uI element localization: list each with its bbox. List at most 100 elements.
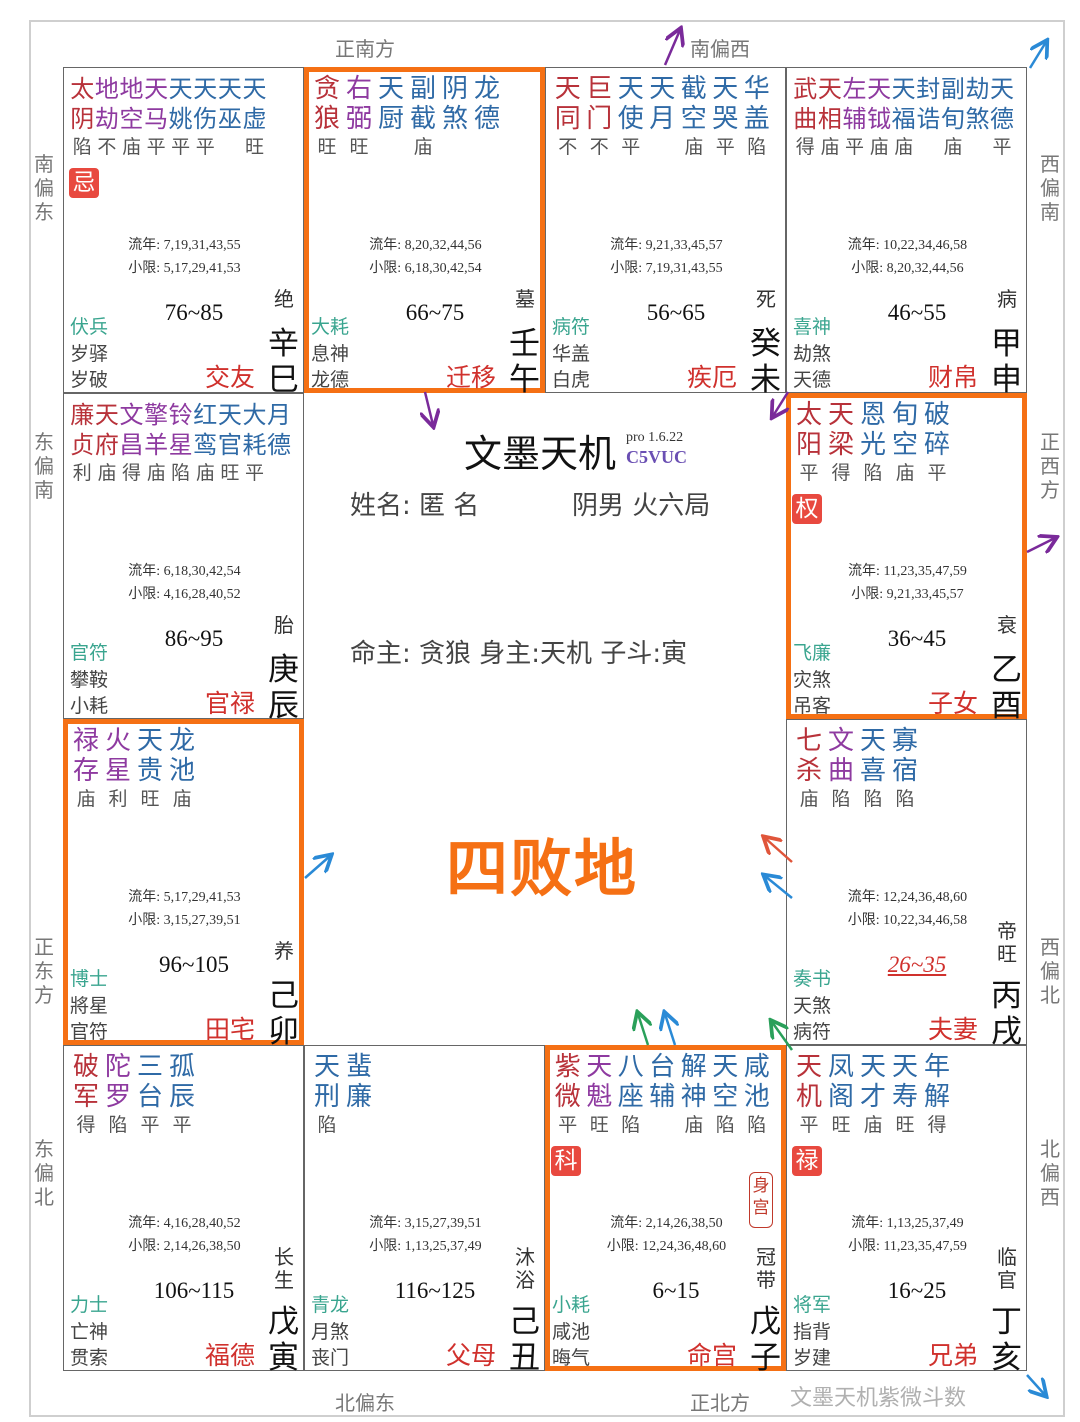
star-brightness: 平 (146, 136, 166, 158)
heavenly-stem: 庚 (268, 652, 299, 688)
star-name: 左辅 (842, 75, 867, 133)
heavenly-stem: 癸 (750, 326, 781, 362)
star-column: 天梁得 (825, 400, 857, 486)
star-column: 天马平 (144, 74, 169, 160)
heavenly-stem: 乙 (991, 652, 1022, 688)
decade-range: 116~125 (394, 1278, 476, 1303)
star-column: 天巫 (218, 74, 243, 160)
palace-name: 官禄 (204, 689, 255, 718)
star-brightness: 陷 (831, 788, 851, 810)
palace-cell-申[interactable]: 武曲得天相庙左辅平天钺庙天福庙封诰副旬庙劫煞天德平流年: 10,22,34,46… (786, 67, 1027, 398)
star-column: 封诰 (916, 74, 941, 160)
star-column: 天刑陷 (311, 1052, 343, 1138)
star-column: 天使平 (615, 74, 647, 160)
star-column: 地空庙 (119, 74, 144, 160)
xiaoxian-years: 小限: 12,24,36,48,60 (606, 1239, 727, 1254)
star-name: 阴煞 (442, 74, 469, 134)
star-brightness: 平 (799, 462, 819, 484)
star-brightness: 庙 (684, 136, 704, 158)
god-label: 病符 (552, 316, 591, 338)
heavenly-stem: 壬 (509, 326, 540, 362)
star-column: 天福庙 (891, 74, 916, 160)
god-label: 龙德 (311, 369, 350, 391)
star-name: 天府 (94, 401, 119, 459)
app-title: 文墨天机 (464, 432, 617, 476)
star-brightness: 陷 (747, 136, 767, 158)
star-column: 右弼旺 (343, 74, 375, 160)
decade-range: 66~75 (405, 300, 465, 325)
star-column: 擎羊庙 (144, 400, 169, 486)
liunian-years: 流年: 6,18,30,42,54 (128, 564, 241, 579)
star-brightness: 得 (76, 1114, 96, 1136)
earthly-branch: 寅 (268, 1340, 299, 1376)
decade-range: 106~115 (153, 1278, 235, 1303)
god-label: 官符 (70, 642, 109, 664)
star-name: 火星 (105, 726, 132, 786)
earthly-branch: 酉 (991, 688, 1022, 724)
palace-cell-子[interactable]: 紫微平天魁旺八座陷台辅解神庙天空陷咸池陷科身宫流年: 2,14,26,38,50… (545, 1045, 786, 1376)
palace-content: 太阴陷地劫不地空庙天马平天姚平天伤平天巫天虚旺忌流年: 7,19,31,43,5… (64, 68, 305, 398)
star-brightness: 陷 (895, 788, 915, 810)
earthly-branch: 巳 (268, 362, 299, 398)
star-column: 龙德 (471, 74, 503, 160)
star-name: 封诰 (916, 75, 941, 133)
star-brightness: 平 (621, 136, 641, 158)
gender-line: 阴男 火六局 (572, 491, 711, 521)
star-name: 龙池 (169, 726, 196, 786)
star-name: 寡宿 (892, 726, 919, 786)
xiaoxian-years: 小限: 1,13,25,37,49 (369, 1239, 482, 1254)
star-brightness: 陷 (72, 136, 92, 158)
god-label: 奏书 (793, 968, 832, 990)
god-label: 月煞 (311, 1321, 350, 1343)
star-column: 副旬庙 (941, 74, 966, 160)
palace-name: 兄弟 (927, 1341, 978, 1370)
direction-right-3: 北偏西 (1040, 1137, 1060, 1209)
palace-name: 疾厄 (686, 363, 737, 392)
star-name: 天巫 (217, 75, 242, 133)
star-name: 咸池 (743, 1052, 770, 1112)
star-brightness: 平 (244, 462, 264, 484)
star-name: 紫微 (554, 1052, 581, 1112)
decade-range: 76~85 (164, 300, 224, 325)
earthly-branch: 辰 (268, 688, 299, 724)
star-brightness: 庙 (799, 788, 819, 810)
earthly-branch: 申 (991, 362, 1022, 398)
decade-range: 46~55 (887, 300, 947, 325)
direction-bottom-1: 正北方 (690, 1391, 750, 1415)
decade-range: 56~65 (646, 300, 706, 325)
star-name: 天贵 (137, 726, 164, 786)
star-column: 贪狼旺 (311, 74, 343, 160)
star-list: 七杀庙文曲陷天喜陷寡宿陷 (793, 726, 921, 812)
star-column: 华盖陷 (741, 74, 773, 160)
star-brightness: 陷 (747, 1114, 767, 1136)
star-name: 天寿 (892, 1052, 919, 1112)
decade-range: 96~105 (159, 952, 229, 977)
star-name: 蜚廉 (346, 1052, 373, 1112)
god-label: 天德 (793, 369, 832, 391)
star-name: 天喜 (860, 726, 887, 786)
sihua-badge: 禄 (792, 1146, 822, 1176)
changsheng-label: 长生 (274, 1245, 294, 1292)
star-brightness: 利 (72, 462, 92, 484)
star-list: 破军得陀罗陷三台平孤辰平 (70, 1052, 198, 1138)
star-name: 截空 (680, 74, 707, 134)
heavenly-stem: 丁 (991, 1304, 1022, 1340)
god-label: 力士 (70, 1294, 109, 1316)
star-brightness: 旺 (589, 1114, 609, 1136)
god-label: 岁驿 (70, 343, 109, 365)
liunian-years: 流年: 12,24,36,48,60 (847, 890, 968, 905)
star-name: 武曲 (793, 75, 818, 133)
god-label: 大耗 (311, 316, 350, 338)
palace-cell-巳[interactable]: 太阴陷地劫不地空庙天马平天姚平天伤平天巫天虚旺忌流年: 7,19,31,43,5… (63, 67, 305, 398)
palace-cell-辰[interactable]: 廉贞利天府庙文昌得擎羊庙铃星陷红鸾庙天官旺大耗平月德流年: 6,18,30,42… (63, 393, 304, 724)
